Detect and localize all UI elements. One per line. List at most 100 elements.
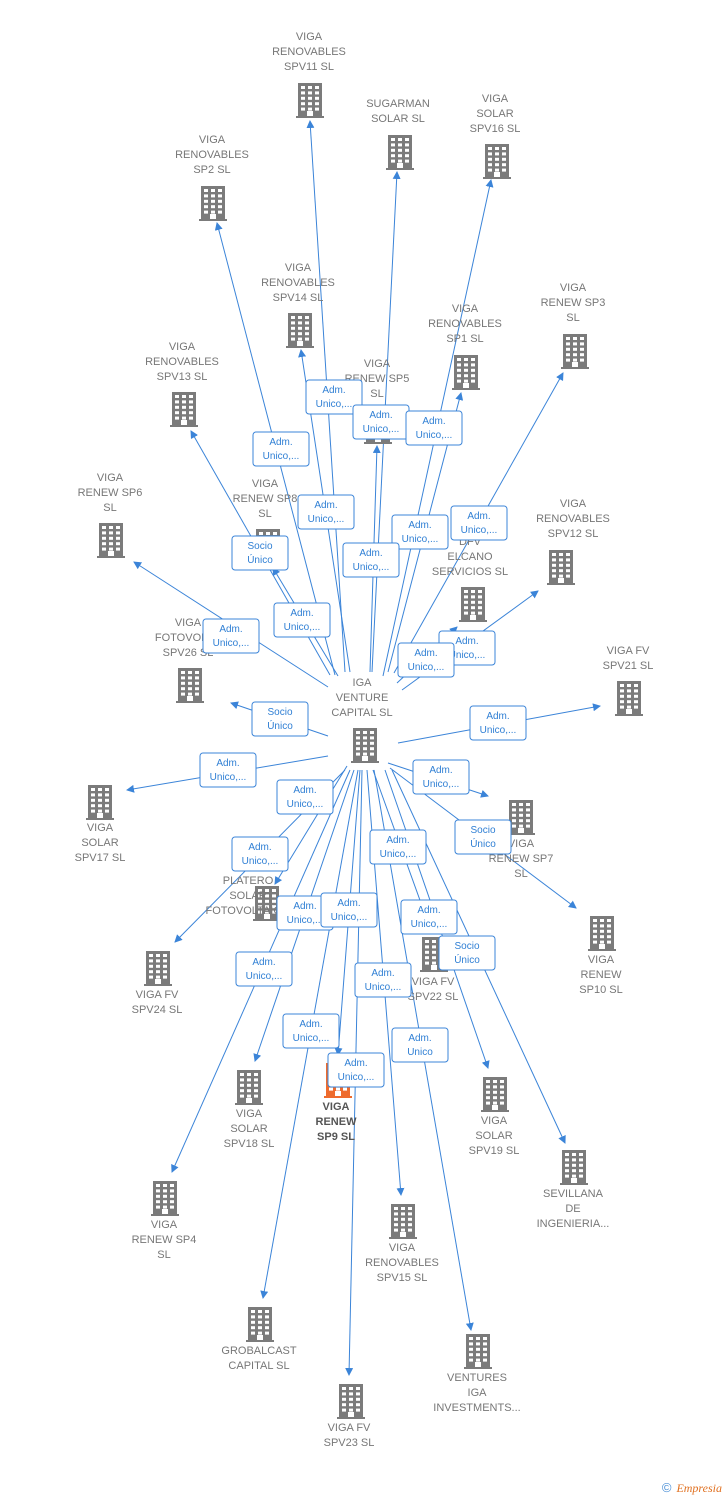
building-icon	[246, 1307, 274, 1342]
relationship-type: Adm.Unico,...	[380, 835, 417, 860]
relationship-label-n25[interactable]: Adm.Unico,...	[400, 899, 458, 935]
relationship-label-n20[interactable]: Adm.Unico,...	[231, 836, 289, 872]
relationship-type: Adm.Unico,...	[284, 608, 321, 633]
relationship-label-n11[interactable]: Adm.Unico,...	[273, 602, 331, 638]
relationship-label-n30[interactable]: Adm.Unico,...	[327, 1052, 385, 1088]
building-icon	[235, 1070, 263, 1105]
edge-labels-layer: Adm.Unico,...Adm.Unico,...Adm.Unico,...A…	[199, 379, 527, 1088]
relationship-type: Adm.Unico,...	[287, 901, 324, 926]
building-icon	[337, 1384, 365, 1419]
relationship-label-n3[interactable]: Adm.Unico,...	[405, 410, 463, 446]
relationship-type: Adm.Unico,...	[408, 648, 445, 673]
brand-logo-text[interactable]: Empresia	[676, 1481, 722, 1495]
relationship-label-n2[interactable]: Adm.Unico,...	[352, 404, 410, 440]
relationship-label-n15[interactable]: Adm.Unico,...	[469, 705, 527, 741]
relationship-label-n5[interactable]: Adm.Unico,...	[297, 494, 355, 530]
building-icon	[144, 951, 172, 986]
relationship-label-n13[interactable]: Adm.Unico,...	[397, 642, 455, 678]
relationship-label-n22[interactable]: Adm.Unico,...	[276, 895, 334, 931]
relationship-label-n7[interactable]: Adm.Unico,...	[450, 505, 508, 541]
relationship-label-n16[interactable]: Adm.Unico,...	[199, 752, 257, 788]
relationship-type: Adm.Unico,...	[353, 548, 390, 573]
relationship-label-n10[interactable]: Adm.Unico,...	[202, 618, 260, 654]
relationship-label-n28[interactable]: Adm.Unico,...	[282, 1013, 340, 1049]
building-icon	[170, 392, 198, 427]
relationship-label-n18[interactable]: Adm.Unico,...	[276, 779, 334, 815]
relationship-label-n26[interactable]: Adm.Unico,...	[235, 951, 293, 987]
relationship-type: Adm.Unico,...	[331, 898, 368, 923]
relationship-label-n17[interactable]: Adm.Unico,...	[412, 759, 470, 795]
relationship-label-n29[interactable]: Adm.Unico	[391, 1027, 449, 1063]
relationship-label-n8[interactable]: Adm.Unico,...	[342, 542, 400, 578]
building-icon	[176, 668, 204, 703]
relationship-label-n27[interactable]: Adm.Unico,...	[354, 962, 412, 998]
relationship-label-n1[interactable]: Adm.Unico,...	[305, 379, 363, 415]
building-icon	[351, 728, 379, 763]
relationship-type: Adm.Unico,...	[316, 385, 353, 410]
relationship-label-n21[interactable]: Adm.Unico,...	[369, 829, 427, 865]
relationship-label-n6[interactable]: Adm.Unico,...	[391, 514, 449, 550]
relationship-label-n23[interactable]: Adm.Unico,...	[320, 892, 378, 928]
relationship-type: Adm.Unico,...	[461, 511, 498, 536]
relationship-label-n4[interactable]: Adm.Unico,...	[252, 431, 310, 467]
